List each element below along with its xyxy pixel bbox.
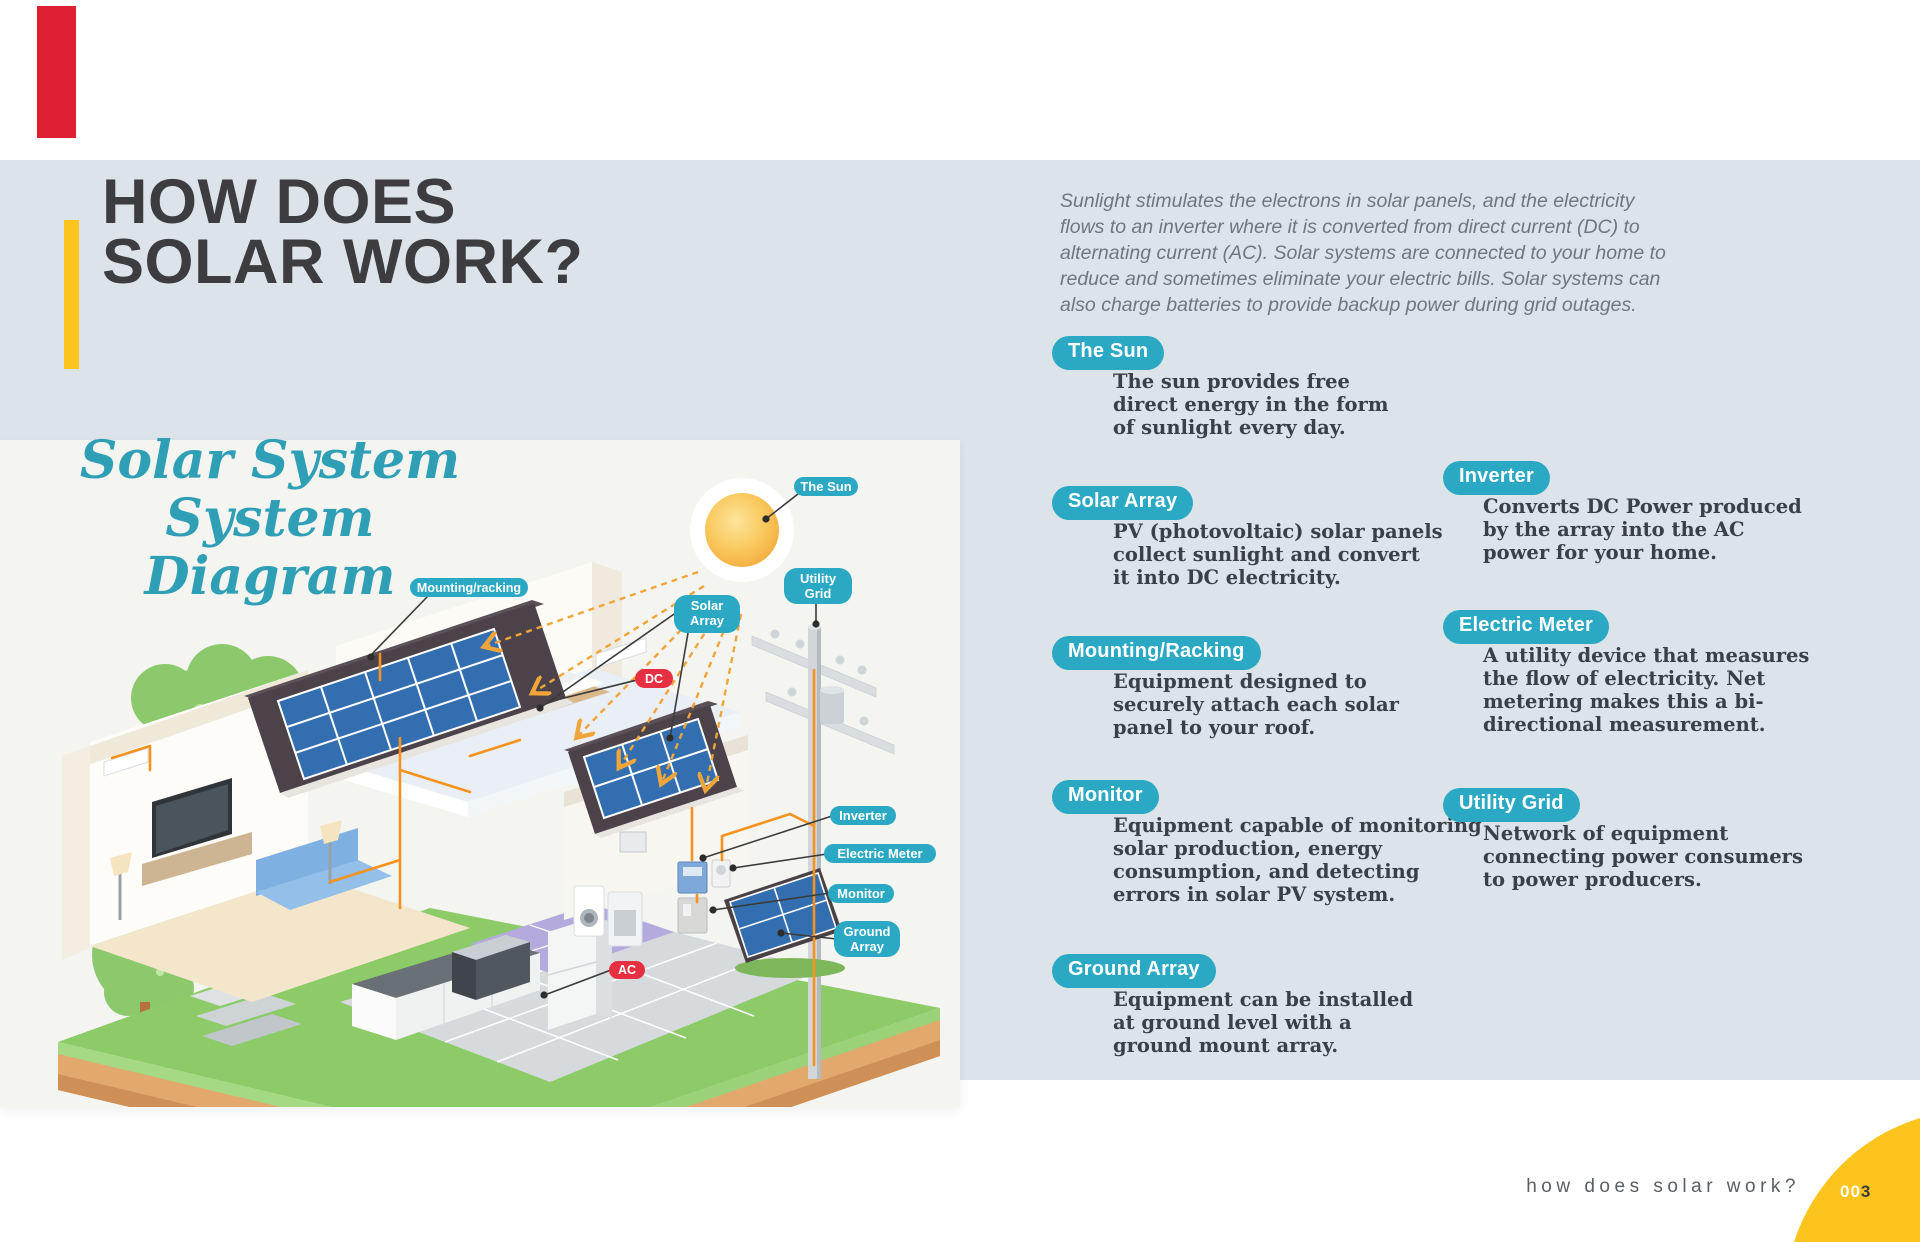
sun-rays <box>486 570 743 788</box>
section-pill-the-sun: The Sun <box>1052 336 1165 370</box>
diagram-title: Solar System System Diagram <box>60 432 480 606</box>
callout-ground-array-line1: Ground <box>844 924 891 939</box>
callout-monitor-label: Monitor <box>837 886 885 901</box>
section-body-electric-meter: A utility device that measures the flow … <box>1483 644 1810 736</box>
section-body-solar-array: PV (photovoltaic) solar panels collect s… <box>1113 520 1443 589</box>
footer-breadcrumb: how does solar work? <box>1526 1176 1800 1197</box>
page-title-line1: HOW DOES <box>102 167 457 237</box>
page-title: HOW DOES SOLAR WORK? <box>102 171 583 294</box>
callout-ground-array: Ground Array <box>834 921 900 957</box>
callout-mounting-racking: Mounting/racking <box>410 578 528 597</box>
section-pill-utility-grid: Utility Grid <box>1443 788 1580 822</box>
badge-ac: AC <box>609 961 645 979</box>
diagram-title-line1: Solar System <box>79 430 461 491</box>
title-accent-bar <box>64 220 79 369</box>
page-title-line2: SOLAR WORK? <box>102 227 584 297</box>
callout-electric-meter-label: Electric Meter <box>837 846 922 861</box>
section-pill-solar-array: Solar Array <box>1052 486 1194 520</box>
section-pill-ground-array: Ground Array <box>1052 954 1216 988</box>
callout-ground-array-line2: Array <box>850 939 885 954</box>
callout-utility-grid-line1: Utility <box>800 571 837 586</box>
callout-utility-grid-line2: Grid <box>805 586 832 601</box>
diagram-title-line2: System Diagram <box>144 488 396 607</box>
diagram-card: Solar System System Diagram <box>0 432 960 1200</box>
callout-solar-array-line1: Solar <box>691 598 724 613</box>
callout-lines <box>367 493 838 999</box>
intro-paragraph: Sunlight stimulates the electrons in sol… <box>1060 190 1666 316</box>
callout-monitor: Monitor <box>828 884 894 903</box>
section-body-monitor: Equipment capable of monitoring solar pr… <box>1113 814 1482 906</box>
callout-mounting-racking-label: Mounting/racking <box>417 581 521 595</box>
callout-the-sun-label: The Sun <box>800 479 851 494</box>
kitchen <box>352 917 612 1040</box>
monitor-device <box>677 897 708 934</box>
electric-meter-device <box>711 859 731 888</box>
sun-icon <box>690 478 794 582</box>
section-body-utility-grid: Network of equipment connecting power co… <box>1483 822 1803 891</box>
page-number-zeros: 00 <box>1840 1182 1861 1201</box>
callout-electric-meter: Electric Meter <box>824 844 936 863</box>
inverter-device <box>677 861 708 894</box>
badge-dc: DC <box>635 669 673 688</box>
callout-inverter: Inverter <box>830 806 896 825</box>
callout-inverter-label: Inverter <box>839 808 887 823</box>
callout-solar-array: Solar Array <box>674 595 740 633</box>
section-pill-mounting: Mounting/Racking <box>1052 636 1261 670</box>
badge-ac-label: AC <box>618 963 636 977</box>
section-body-inverter: Converts DC Power produced by the array … <box>1483 495 1802 564</box>
page-number-circle: 003 <box>1785 1110 1920 1242</box>
page-number-digit: 3 <box>1860 1182 1872 1201</box>
callout-utility-grid: Utility Grid <box>784 568 852 604</box>
section-body-ground-array: Equipment can be installed at ground lev… <box>1113 988 1414 1057</box>
callout-solar-array-line2: Array <box>690 613 725 628</box>
badge-dc-label: DC <box>645 672 663 686</box>
section-pill-electric-meter: Electric Meter <box>1443 610 1609 644</box>
page-number: 003 <box>1840 1182 1871 1202</box>
section-body-mounting: Equipment designed to securely attach ea… <box>1113 670 1399 739</box>
wiring <box>110 652 816 1067</box>
section-pill-monitor: Monitor <box>1052 780 1159 814</box>
section-body-the-sun: The sun provides free direct energy in t… <box>1113 370 1389 439</box>
section-pill-inverter: Inverter <box>1443 461 1550 495</box>
callout-the-sun: The Sun <box>794 477 858 496</box>
corner-red-bar <box>37 6 76 138</box>
